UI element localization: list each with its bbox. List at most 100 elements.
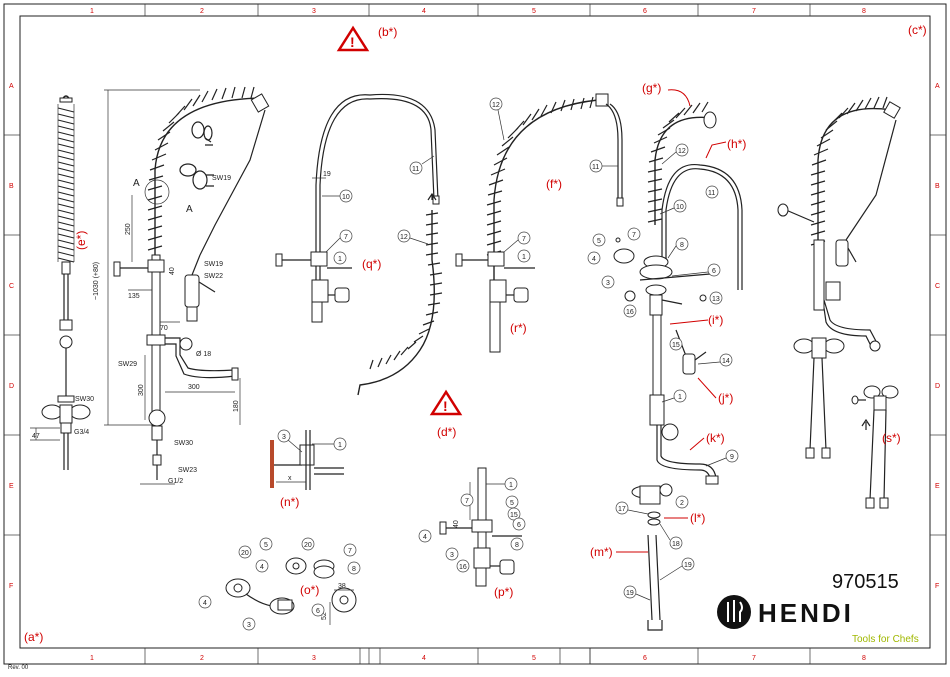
row-label-d-right: D [935,383,940,390]
warning-icon-top: ! [336,25,370,52]
callouts-d: 12 [397,229,429,245]
dim-300-vertical: 300 [138,384,145,396]
row-label-c-right: C [935,283,940,290]
callout-8: 8 [680,242,684,249]
label-m: (m*) [590,545,613,559]
callout-n-1: 1 [338,442,342,449]
col-label-1: 1 [90,8,94,15]
col-label-5: 5 [532,8,536,15]
callout-o-20b: 20 [304,542,312,549]
exploded-view [613,101,743,631]
col-label-4-bottom: 4 [422,655,426,662]
callout-q-11: 11 [412,166,419,173]
callout-f-11: 11 [592,164,599,171]
label-b: (b*) [378,25,397,39]
dim-250: 250 [125,223,132,235]
callout-p-6: 6 [517,522,521,529]
label-j: (j*) [718,391,733,405]
label-f: (f*) [546,177,562,191]
dim-47: 47 [32,433,40,440]
label-h: (h*) [727,137,746,151]
label-n: (n*) [280,495,299,509]
pre-rinse-f-view [455,93,624,353]
arrow-j [697,377,717,399]
col-label-2: 2 [200,8,204,15]
callouts-exploded: 12 10 11 5 7 8 4 3 6 16 13 15 14 1 9 2 1… [587,143,739,601]
col-label-6-bottom: 6 [643,655,647,662]
dim-38: 38 [338,583,346,590]
arrow-g [667,89,691,107]
row-label-d: D [9,383,14,390]
label-o: (o*) [300,583,319,597]
callout-o-7: 7 [348,548,352,555]
col-label-3-bottom: 3 [312,655,316,662]
callout-f-12: 12 [492,102,500,109]
drawing-frame: 1 2 3 4 5 6 7 8 1 2 3 4 5 6 7 8 A B C D … [3,3,947,671]
col-label-2-bottom: 2 [200,655,204,662]
row-label-e: E [9,483,14,490]
pre-rinse-q-view: 19 [275,93,440,323]
label-l: (l*) [690,511,705,525]
callout-r-1: 1 [522,254,526,261]
faucet-side-view: 47 SW30 G3/4 [30,95,94,470]
callout-13: 13 [712,296,720,303]
callout-p-8: 8 [515,542,519,549]
dim-40: 40 [169,267,176,275]
callouts-o: 20 5 20 7 4 8 4 3 6 [198,537,361,631]
svg-text:!: ! [443,398,448,414]
callout-p-1: 1 [509,482,513,489]
col-label-4: 4 [422,8,426,15]
row-label-f: F [9,583,13,590]
col-label-1-bottom: 1 [90,655,94,662]
dim-g12: G1/2 [168,478,183,485]
dim-sw30-b: SW30 [174,440,193,447]
callout-o-6: 6 [316,608,320,615]
callouts-p: 1 7 5 15 6 4 3 16 8 [418,477,526,573]
col-label-5-bottom: 5 [532,655,536,662]
mixer-valve-s-view [851,385,899,509]
brand-name: HENDI [758,598,854,628]
callout-17: 17 [618,506,626,513]
callout-q-7: 7 [344,234,348,241]
dim-sw29: SW29 [118,361,137,368]
callout-7: 7 [632,232,636,239]
label-r: (r*) [510,321,527,335]
svg-text:!: ! [350,34,355,50]
arrow-h [705,141,727,159]
arrow-i [669,319,709,325]
callout-12: 12 [678,148,686,155]
cutlery-icon [727,600,743,622]
dim-sw19-a: SW19 [212,175,231,182]
label-c: (c*) [908,23,927,37]
col-label-8: 8 [862,8,866,15]
callout-p-3: 3 [450,552,454,559]
row-label-b: B [9,183,14,190]
wall-mount-n-view: x [270,430,344,490]
col-label-7-bottom: 7 [752,655,756,662]
dim-40b: 40 [453,520,460,528]
detail-a-label-1: A [133,178,140,189]
column-p-view: 220 40 [439,467,522,587]
label-p: (p*) [494,585,513,599]
dim-sw22: SW22 [204,273,223,280]
callout-5: 5 [597,238,601,245]
dim-g34: G3/4 [74,429,89,436]
warning-icon-middle: ! [429,389,463,416]
callout-o-8: 8 [352,566,356,573]
callout-11: 11 [708,190,715,197]
label-a: (a*) [24,630,43,644]
row-label-c: C [9,283,14,290]
coiled-hose-d-view [357,192,443,396]
callout-o-4: 4 [260,564,264,571]
callout-p-5: 5 [510,500,514,507]
dim-19: 19 [323,171,331,178]
callout-10: 10 [676,204,684,211]
callout-19-right: 19 [684,562,692,569]
callout-o-3: 3 [247,622,251,629]
callouts-f: 12 11 7 1 [489,97,618,263]
dim-diameter-18: Ø 18 [196,351,211,358]
wall-bracket-o-view: 38 52 [225,557,357,625]
detail-a-label-2: A [186,204,193,215]
hendi-logo: HENDI [717,595,854,629]
